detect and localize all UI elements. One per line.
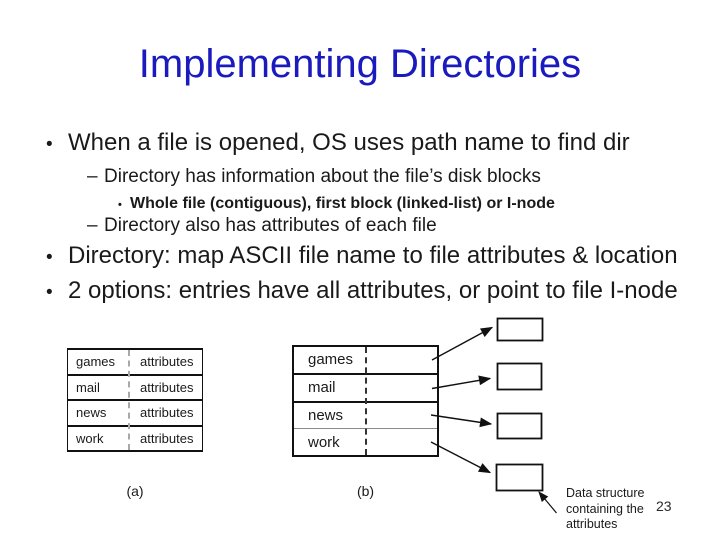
bullet-icon: • bbox=[46, 247, 53, 268]
pointer-arrow-mail bbox=[431, 375, 492, 390]
pointer-arrow-games bbox=[431, 326, 494, 361]
pointer-arrow-news bbox=[430, 414, 493, 428]
bullet-text: Directory: map ASCII file name to file a… bbox=[68, 242, 678, 269]
file-name-cell: news bbox=[76, 405, 107, 421]
callout-line: containing the bbox=[566, 501, 644, 516]
table-row: work attributes bbox=[68, 424, 202, 451]
dashed-column-divider bbox=[365, 347, 367, 455]
table-row: games bbox=[294, 347, 437, 373]
callout-label: Data structure containing the attributes bbox=[566, 486, 645, 533]
dash-icon: – bbox=[87, 215, 98, 236]
file-name-cell: games bbox=[76, 354, 116, 370]
table-b-label: (b) bbox=[356, 483, 375, 499]
bullet-icon: • bbox=[46, 134, 53, 155]
bullet-line: • When a file is opened, OS uses path na… bbox=[46, 129, 630, 158]
table-row: games attributes bbox=[68, 350, 202, 374]
attribute-box-4 bbox=[495, 463, 544, 492]
bullet-text: Whole file (contiguous), first block (li… bbox=[130, 195, 555, 212]
attribute-box-1 bbox=[496, 317, 544, 342]
bullet-text: 2 options: entries have all attributes, … bbox=[68, 277, 678, 304]
attributes-cell: attributes bbox=[140, 379, 194, 395]
file-name-cell: work bbox=[76, 430, 104, 446]
dash-icon: – bbox=[87, 166, 98, 187]
bullet-line: – Directory also has attributes of each … bbox=[87, 215, 437, 238]
bullet-line: • 2 options: entries have all attributes… bbox=[46, 277, 678, 306]
dashed-column-divider bbox=[128, 350, 130, 450]
file-name-cell: news bbox=[308, 406, 344, 424]
directory-table-a: games attributes mail attributes news at… bbox=[67, 348, 203, 452]
bullet-icon: • bbox=[118, 199, 122, 211]
table-a-label: (a) bbox=[126, 483, 144, 499]
attributes-cell: attributes bbox=[140, 430, 194, 446]
bullet-line: • Directory: map ASCII file name to file… bbox=[46, 242, 678, 271]
attributes-cell: attributes bbox=[140, 405, 194, 421]
page-number: 23 bbox=[656, 498, 672, 514]
attribute-box-2 bbox=[496, 362, 543, 391]
file-name-cell: games bbox=[308, 351, 354, 369]
callout-line: Data structure bbox=[566, 486, 645, 500]
bullet-text: Directory has information about the file… bbox=[104, 166, 541, 187]
bullet-text: Directory also has attributes of each fi… bbox=[104, 215, 437, 236]
file-name-cell: work bbox=[308, 433, 340, 451]
bullet-line: – Directory has information about the fi… bbox=[87, 166, 541, 189]
bullet-text: When a file is opened, OS uses path name… bbox=[68, 129, 630, 156]
attribute-box-3 bbox=[496, 412, 543, 440]
file-name-cell: mail bbox=[308, 379, 336, 397]
slide-title: Implementing Directories bbox=[138, 42, 582, 86]
pointer-arrow-work bbox=[430, 441, 492, 474]
bullet-icon: • bbox=[46, 282, 53, 303]
table-row: news attributes bbox=[68, 399, 202, 425]
file-name-cell: mail bbox=[76, 379, 100, 395]
bullet-line: • Whole file (contiguous), first block (… bbox=[118, 194, 555, 213]
directory-table-b: games mail news work bbox=[292, 345, 439, 457]
table-row: mail attributes bbox=[68, 373, 202, 400]
callout-arrow bbox=[538, 491, 557, 514]
attributes-cell: attributes bbox=[140, 354, 194, 370]
callout-line: attributes bbox=[566, 517, 618, 531]
